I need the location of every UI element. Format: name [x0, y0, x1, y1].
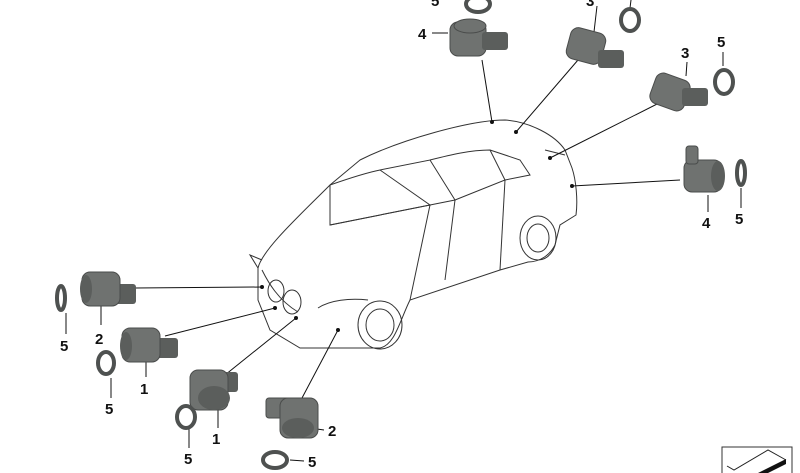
- callout-2: 2: [95, 331, 103, 348]
- pdc-sensor: [120, 327, 178, 363]
- callout-5: 5: [735, 211, 743, 228]
- pdc-sensor: [189, 369, 238, 411]
- callout-2: 2: [328, 423, 336, 440]
- callout-4: 4: [418, 26, 427, 43]
- pdc-sensor: [683, 145, 725, 193]
- pdc-sensor: [565, 27, 624, 68]
- callout-5: 5: [60, 338, 68, 355]
- callout-3: 3: [681, 45, 689, 62]
- callout-5: 5: [184, 451, 192, 468]
- pdc-sensor: [265, 397, 319, 439]
- leader-lines: [65, 0, 742, 462]
- callout-3: 3: [586, 0, 594, 10]
- pdc-sensor: [449, 18, 508, 57]
- callout-5: 5: [308, 454, 316, 471]
- callout-labels: 5 4 3 5 3 5 4 5 5 2 1 5 5 1 2 5: [60, 0, 743, 471]
- callout-4: 4: [702, 215, 711, 232]
- callout-1: 1: [140, 381, 148, 398]
- callout-1: 1: [212, 431, 220, 448]
- pdc-sensor: [80, 271, 136, 307]
- callout-5: 5: [717, 34, 725, 51]
- callout-5: 5: [625, 0, 633, 4]
- callout-5: 5: [105, 401, 113, 418]
- callout-5: 5: [431, 0, 439, 10]
- parts-catalog-icon[interactable]: [721, 446, 793, 473]
- vehicle-outline: [248, 119, 578, 350]
- pdc-sensor: [649, 72, 708, 112]
- sealing-ring: [55, 0, 747, 470]
